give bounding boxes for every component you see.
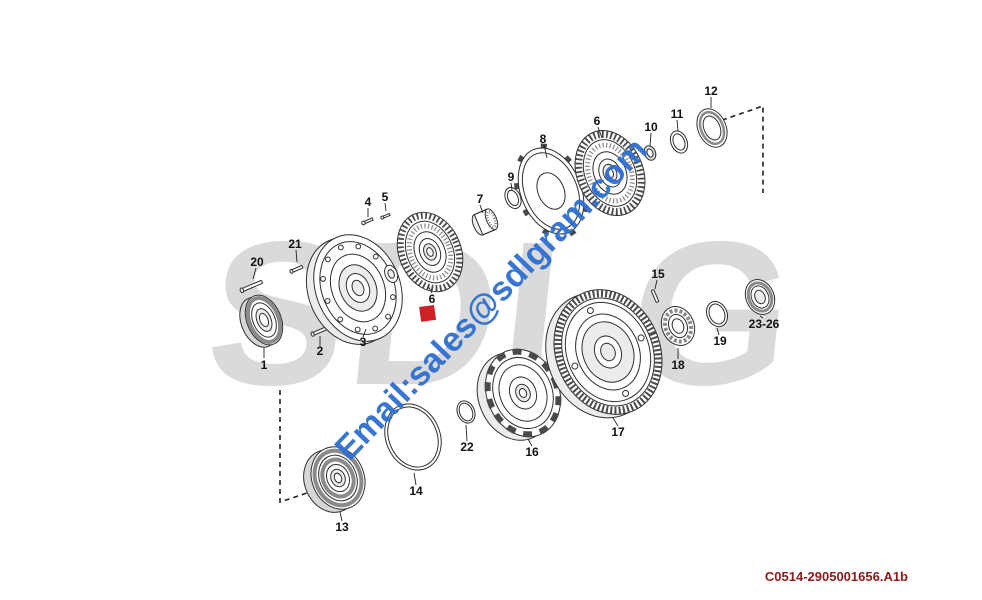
leader-lines <box>252 97 764 522</box>
part-label-15: 15 <box>651 267 665 281</box>
part-label-17: 17 <box>611 425 625 439</box>
part-label-9: 9 <box>508 170 515 184</box>
part-label-23-26: 23-26 <box>749 317 780 331</box>
part-label-1: 1 <box>261 358 268 372</box>
part-15-pin <box>650 289 660 303</box>
part-label-22: 22 <box>460 440 474 454</box>
axis-dashed-line-bottom <box>279 390 335 504</box>
part-label-3: 3 <box>360 335 367 349</box>
part-label-4: 4 <box>365 195 372 209</box>
part-23-26-ring-set <box>744 279 776 315</box>
part-20-bolt <box>239 280 263 294</box>
part-label-18: 18 <box>671 358 685 372</box>
part-label-7: 7 <box>477 192 484 206</box>
part-label-13: 13 <box>335 520 349 534</box>
axis-dashed-line-top <box>704 104 764 193</box>
part-16-clutch-drum <box>476 348 562 441</box>
part-4-screw <box>361 217 374 226</box>
part-label-11: 11 <box>671 107 684 121</box>
part-label-8: 8 <box>540 132 547 146</box>
part-11-ring <box>669 130 689 154</box>
part-19-ring <box>705 300 729 328</box>
part-6-lower-disc <box>396 211 464 293</box>
part-7-splined-shaft <box>471 208 499 236</box>
part-label-14: 14 <box>409 484 423 498</box>
part-10-nut <box>643 145 657 161</box>
part-label-6-upper: 6 <box>594 114 601 128</box>
part-6-upper-disc <box>574 129 646 217</box>
part-12-washer <box>696 108 728 148</box>
part-17-ring-gear <box>545 289 663 419</box>
part-label-5: 5 <box>382 190 389 204</box>
part-label-21: 21 <box>288 237 302 251</box>
part-9-ring <box>504 186 522 210</box>
part-18-bearing <box>660 306 696 346</box>
part-label-16: 16 <box>525 445 539 459</box>
part-13-damper-pulley <box>303 446 366 513</box>
part-22-o-ring <box>456 400 476 424</box>
part-label-6-lower: 6 <box>429 292 436 306</box>
part-1-bearing-ring <box>239 294 284 348</box>
logo-red-square <box>419 304 437 322</box>
doc-code: C0514-2905001656.A1b <box>765 569 908 584</box>
part-label-19: 19 <box>713 334 727 348</box>
part-label-12: 12 <box>704 84 718 98</box>
part-label-2: 2 <box>317 344 324 358</box>
part-labels: 1 2 3 4 5 6 6 7 8 9 10 11 12 13 14 15 16… <box>250 84 779 534</box>
part-label-20: 20 <box>250 255 264 269</box>
part-5-screw <box>380 212 391 220</box>
part-3-flange-hub <box>305 234 403 345</box>
part-label-10: 10 <box>644 120 658 134</box>
part-21-pin <box>289 265 304 274</box>
